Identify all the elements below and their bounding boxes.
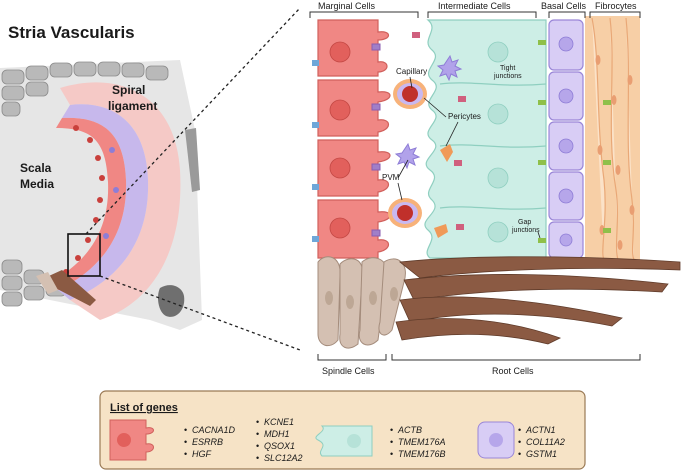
header-intermediate-cells: Intermediate Cells: [438, 1, 511, 11]
gene-tmem176b: TMEM176B: [398, 449, 446, 459]
figure-title: Stria Vascularis: [8, 23, 135, 42]
intermediate-nuclei: [487, 41, 509, 243]
svg-text:•: •: [184, 437, 187, 447]
gene-cacna1d: CACNA1D: [192, 425, 236, 435]
scala-media-label-2: Media: [20, 177, 54, 191]
tight-junction-markers: [371, 43, 381, 237]
annotation-pvm: PVM: [382, 173, 400, 182]
marginal-cell-icon-nucleus: [117, 433, 131, 447]
marginal-cells: [317, 19, 391, 259]
intermediate-cell-layer: [424, 19, 547, 259]
marginal-cell: [317, 139, 391, 197]
overview-spindle-cells: [36, 272, 58, 294]
pvm-pointer-1: [397, 159, 409, 179]
gene-mdh1: MDH1: [264, 429, 290, 439]
spiral-ligament-label-2: ligament: [108, 99, 157, 113]
gene-actn1: ACTN1: [525, 425, 556, 435]
svg-text:•: •: [256, 441, 259, 451]
overview-illustration: Spiral ligament Scala Media: [0, 60, 202, 330]
svg-text:•: •: [518, 437, 521, 447]
scala-media-label-1: Scala: [20, 161, 52, 175]
marginal-cell-icon: [109, 419, 154, 461]
overview-root-cells: [40, 270, 96, 306]
basal-bullets: • • •: [518, 425, 521, 459]
annotation-tight-junctions-1: Tight: [500, 65, 515, 72]
junction-markers-blue: [312, 60, 319, 242]
header-basal-cells: Basal Cells: [541, 1, 587, 11]
gene-col11a2: COL11A2: [526, 437, 565, 447]
pvm-cells: [394, 54, 463, 170]
gene-hgf: HGF: [192, 449, 212, 459]
svg-text:•: •: [184, 425, 187, 435]
header-fibrocytes: Fibrocytes: [595, 1, 637, 11]
overview-spiral-ligament: [60, 82, 181, 320]
gap-junction-markers: [538, 40, 611, 243]
annotation-pericytes: Pericytes: [448, 112, 481, 121]
basal-cell-icon-nucleus: [489, 433, 503, 447]
gene-panel: List of genes CACNA1D ESRRB HGF • • • KCNE…: [99, 390, 586, 470]
marginal-bullets-a: • • •: [184, 425, 187, 459]
header-marginal-cells: Marginal Cells: [318, 1, 376, 11]
junction-markers-pink: [412, 32, 466, 230]
gene-tmem176a: TMEM176A: [398, 437, 446, 447]
pericytes: [434, 144, 453, 238]
fibrocyte-nuclei: [595, 55, 635, 250]
svg-text:•: •: [518, 449, 521, 459]
annotation-capillary: Capillary: [396, 67, 427, 76]
pericytes-pointer-1: [423, 97, 447, 118]
annotation-gap-junctions-1: Gap: [518, 219, 531, 226]
capillary-pointer: [409, 76, 413, 89]
svg-text:•: •: [184, 449, 187, 459]
gene-qsox1: QSOX1: [264, 441, 295, 451]
gene-slc12a2: SLC12A2: [264, 453, 303, 463]
header-brackets: [309, 11, 641, 361]
pericytes-pointer-2: [445, 121, 459, 147]
capillary-lower: [388, 198, 422, 228]
svg-text:•: •: [256, 453, 259, 463]
spiral-ligament-label-1: Spiral: [112, 83, 145, 97]
marginal-cell: [317, 199, 391, 259]
gene-panel-title: List of genes: [110, 402, 178, 414]
annotation-gap-junctions-2: junctions: [511, 227, 540, 234]
marginal-bullets-b: • • • •: [256, 417, 259, 463]
overview-pvm: [103, 147, 119, 239]
gap-junctions-pointer: [537, 231, 541, 239]
overview-bone-fragment: [185, 128, 200, 192]
overview-bone-dark: [158, 285, 185, 317]
capillary-upper: [393, 79, 427, 109]
intermediate-cell-icon-nucleus: [347, 434, 361, 448]
marginal-cell: [317, 79, 391, 137]
svg-text:•: •: [256, 417, 259, 427]
svg-text:•: •: [518, 425, 521, 435]
spindle-nuclei: [325, 287, 398, 309]
gene-kcne1: KCNE1: [264, 417, 294, 427]
svg-text:•: •: [390, 449, 393, 459]
label-spindle-cells: Spindle Cells: [322, 366, 375, 376]
marginal-nuclei: [329, 41, 351, 239]
label-root-cells: Root Cells: [492, 366, 534, 376]
zoom-box: [67, 233, 101, 277]
gene-gstm1: GSTM1: [526, 449, 557, 459]
svg-text:•: •: [390, 437, 393, 447]
zoom-line-top: [85, 7, 301, 235]
marginal-cell: [317, 19, 390, 77]
overview-marginal-layer: [50, 117, 127, 291]
root-cells: [395, 256, 681, 345]
pvm-pointer-2: [397, 182, 403, 201]
basal-nuclei: [558, 36, 574, 247]
gene-actb: ACTB: [397, 425, 422, 435]
overview-stria-band: [58, 104, 149, 300]
intermediate-cell-icon: [315, 425, 373, 457]
detail-diagram: Marginal Cells Intermediate Cells Basal …: [300, 1, 681, 376]
gene-esrrb: ESRRB: [192, 437, 223, 447]
annotation-tight-junctions-2: junctions: [493, 73, 522, 80]
svg-text:•: •: [390, 425, 393, 435]
svg-text:•: •: [256, 429, 259, 439]
overview-nuclei: [63, 125, 105, 275]
intermediate-bullets: • • •: [390, 425, 393, 459]
